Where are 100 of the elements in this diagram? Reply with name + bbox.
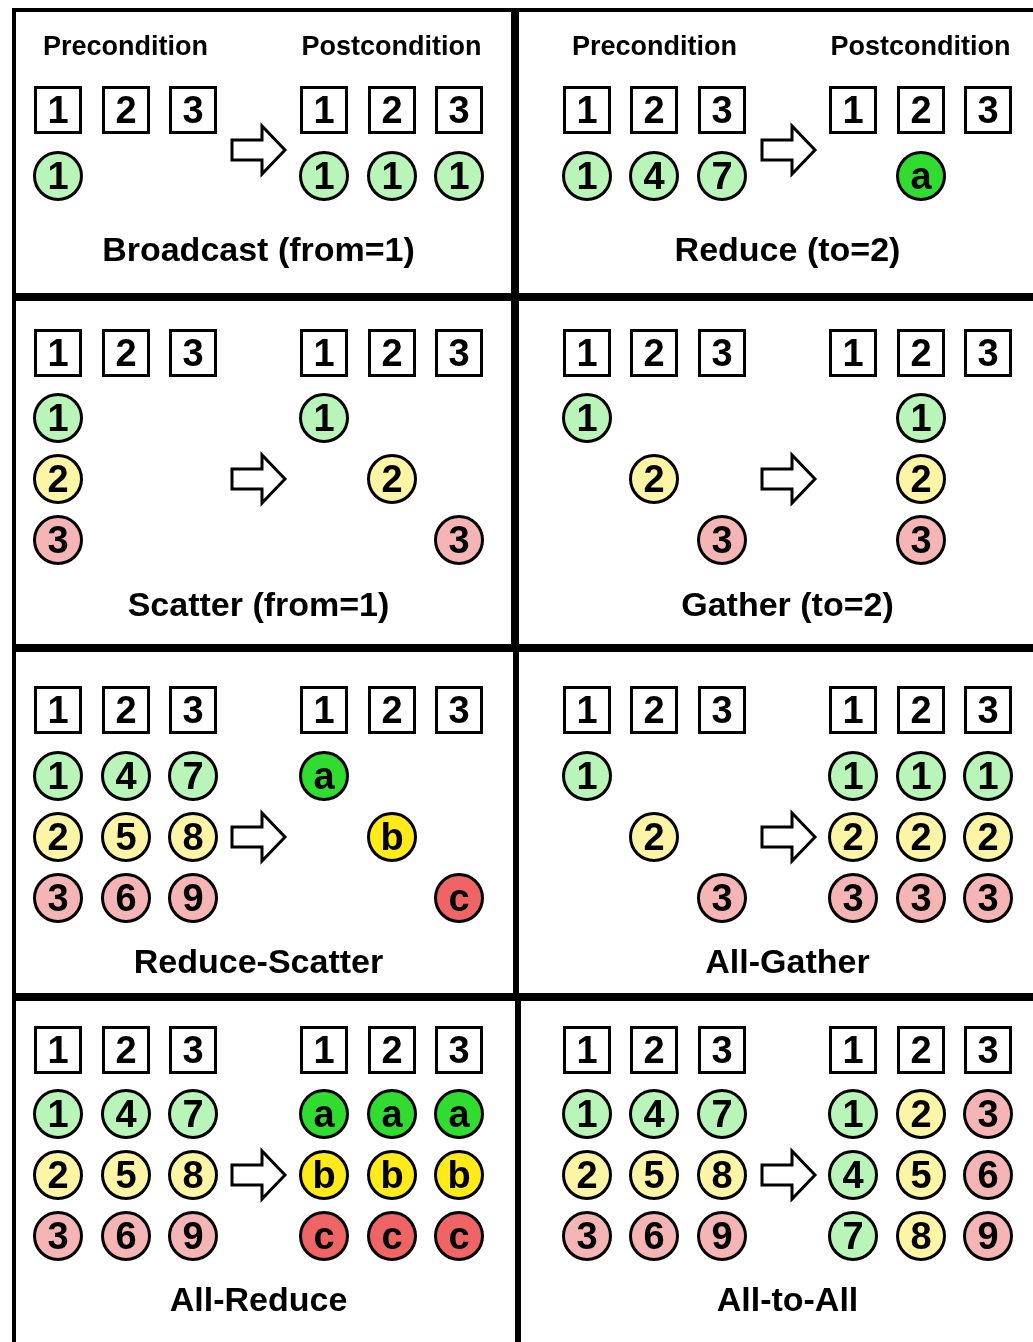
column-heading: Precondition [43,31,208,62]
rank-box: 2 [368,1026,416,1074]
data-circle: 7 [828,1211,878,1261]
data-circle: 1 [33,393,83,443]
data-circle: 3 [697,873,747,923]
rank-box: 3 [435,1026,483,1074]
data-circle: 1 [896,393,946,443]
rank-box: 1 [563,1026,611,1074]
data-circle: 2 [828,812,878,862]
data-circle: c [434,1211,484,1261]
data-circle: 4 [101,1089,151,1139]
block-arrow [230,122,288,178]
rank-box: 1 [829,686,877,734]
rank-box: 1 [829,1026,877,1074]
rank-box: 3 [698,1026,746,1074]
block-arrow [230,1147,288,1203]
rank-box: 1 [300,1026,348,1074]
panel-title: All-to-All [716,1280,859,1319]
rank-box: 2 [102,1026,150,1074]
data-circle: 7 [697,151,747,201]
data-circle: 6 [963,1150,1013,1200]
data-circle: 3 [434,515,484,565]
panel-title: Broadcast (from=1) [102,230,415,269]
data-circle: 7 [697,1089,747,1139]
data-circle: 1 [562,1089,612,1139]
data-circle: 1 [367,151,417,201]
data-circle: 2 [562,1150,612,1200]
data-circle: 1 [299,393,349,443]
block-arrow [230,451,288,507]
data-circle: c [434,873,484,923]
data-circle: 6 [101,1211,151,1261]
data-circle: 1 [828,751,878,801]
rank-box: 3 [169,1026,217,1074]
rank-box: 2 [630,329,678,377]
rank-box: 1 [300,329,348,377]
block-arrow [760,1147,818,1203]
panel-title: Reduce (to=2) [674,230,901,269]
rank-box: 3 [698,686,746,734]
data-circle: 9 [168,1211,218,1261]
data-circle: 1 [434,151,484,201]
data-circle: 8 [697,1150,747,1200]
data-circle: 3 [33,515,83,565]
data-circle: a [299,751,349,801]
panel-title: Gather (to=2) [681,585,894,624]
rank-box: 2 [102,686,150,734]
rank-box: 3 [169,686,217,734]
rank-box: 3 [169,86,217,134]
data-circle: 3 [33,1211,83,1261]
data-circle: 1 [33,151,83,201]
data-circle: 2 [33,812,83,862]
data-circle: 4 [101,751,151,801]
data-circle: 9 [168,873,218,923]
rank-box: 3 [698,329,746,377]
data-circle: 1 [896,751,946,801]
rank-box: 3 [435,86,483,134]
data-circle: 2 [896,812,946,862]
panel-title: Reduce-Scatter [133,942,384,981]
data-circle: 2 [367,454,417,504]
rank-box: 1 [34,686,82,734]
rank-box: 2 [102,86,150,134]
rank-box: 1 [34,329,82,377]
data-circle: 5 [101,812,151,862]
data-circle: 1 [33,751,83,801]
data-circle: 1 [828,1089,878,1139]
data-circle: 3 [697,515,747,565]
rank-box: 2 [368,329,416,377]
block-arrow [760,451,818,507]
rank-box: 1 [34,86,82,134]
data-circle: b [367,812,417,862]
data-circle: 8 [168,1150,218,1200]
data-circle: 1 [963,751,1013,801]
data-circle: 8 [896,1211,946,1261]
data-circle: a [367,1089,417,1139]
data-circle: c [299,1211,349,1261]
data-circle: 3 [963,1089,1013,1139]
rank-box: 3 [169,329,217,377]
rank-box: 2 [897,1026,945,1074]
rank-box: 1 [829,329,877,377]
data-circle: 7 [168,1089,218,1139]
data-circle: 2 [963,812,1013,862]
rank-box: 2 [630,86,678,134]
rank-box: 3 [964,1026,1012,1074]
data-circle: 2 [629,812,679,862]
data-circle: 9 [963,1211,1013,1261]
data-circle: a [434,1089,484,1139]
rank-box: 3 [698,86,746,134]
data-circle: 1 [562,151,612,201]
rank-box: 2 [630,686,678,734]
panel-title: All-Reduce [169,1280,348,1319]
data-circle: a [896,151,946,201]
data-circle: 3 [562,1211,612,1261]
rank-box: 2 [102,329,150,377]
data-circle: 5 [896,1150,946,1200]
rank-box: 3 [964,86,1012,134]
data-circle: b [367,1150,417,1200]
column-heading: Postcondition [301,31,482,62]
data-circle: 2 [629,454,679,504]
data-circle: 5 [629,1150,679,1200]
column-heading: Precondition [572,31,737,62]
rank-box: 2 [897,86,945,134]
